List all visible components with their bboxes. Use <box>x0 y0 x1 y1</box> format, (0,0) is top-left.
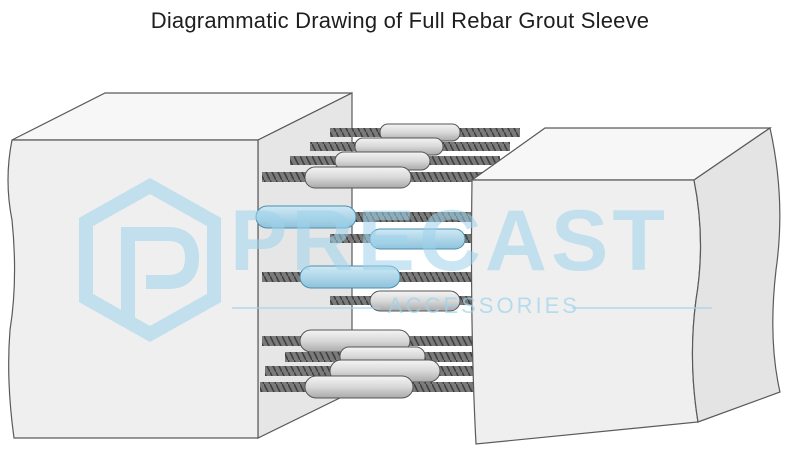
rebar <box>262 212 492 222</box>
right-precast-block <box>470 127 781 445</box>
grout-sleeve <box>304 166 412 189</box>
diagram-title: Diagrammatic Drawing of Full Rebar Grout… <box>150 8 650 33</box>
grout-sleeve <box>369 290 461 312</box>
rebar-assembly <box>255 123 520 399</box>
grout-sleeve <box>304 375 414 399</box>
watermark-rule-right <box>572 307 712 309</box>
watermark-tagline: ACCESSORIES <box>388 293 580 318</box>
watermark-brand: PRECAST <box>230 193 669 289</box>
grout-sleeve <box>299 265 401 289</box>
grout-sleeve <box>255 205 357 229</box>
right-block-side <box>691 127 781 423</box>
watermark-rule-left <box>232 307 380 309</box>
grout-sleeve <box>369 228 466 250</box>
precast-logo-icon <box>79 177 221 343</box>
